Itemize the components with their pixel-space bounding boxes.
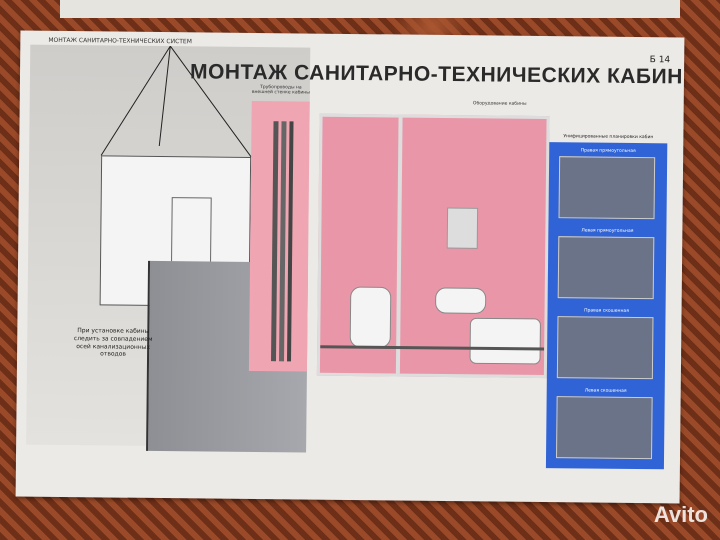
layout-plan [556, 316, 654, 380]
layout-plan [557, 236, 655, 300]
bathroom-interior [316, 113, 550, 379]
layout-label: Левая прямоугольная [581, 228, 634, 234]
layout-label: Правая прямоугольная [580, 148, 636, 154]
fixtures [320, 207, 545, 365]
installation-illustration [26, 44, 311, 453]
series-title: МОНТАЖ САНИТАРНО-ТЕХНИЧЕСКИХ СИСТЕМ [48, 36, 192, 46]
layout-plan [558, 156, 656, 220]
layouts-heading: Унифицированные планировки кабин [563, 134, 654, 141]
avito-watermark: Avito [653, 502, 708, 527]
installation-note: При установке кабины следить за совпаден… [73, 327, 153, 359]
layout-label: Левая скошенная [584, 388, 627, 394]
pipe-panel [248, 100, 310, 372]
pipe-caption: Трубопроводы на внешней стенке кабины [251, 85, 310, 96]
fixture-caption: Оборудование кабины [472, 101, 527, 107]
crane-slings [100, 45, 252, 158]
sheet-number: Б 14 [649, 55, 671, 66]
layouts-panel: Правая прямоугольная Левая прямоугольная… [545, 142, 668, 470]
layout-plan [556, 396, 653, 460]
other-poster-edge [60, 0, 680, 18]
poster: МОНТАЖ САНИТАРНО-ТЕХНИЧЕСКИХ СИСТЕМ Б 14… [15, 30, 685, 504]
layout-label: Правая скошенная [584, 308, 629, 314]
